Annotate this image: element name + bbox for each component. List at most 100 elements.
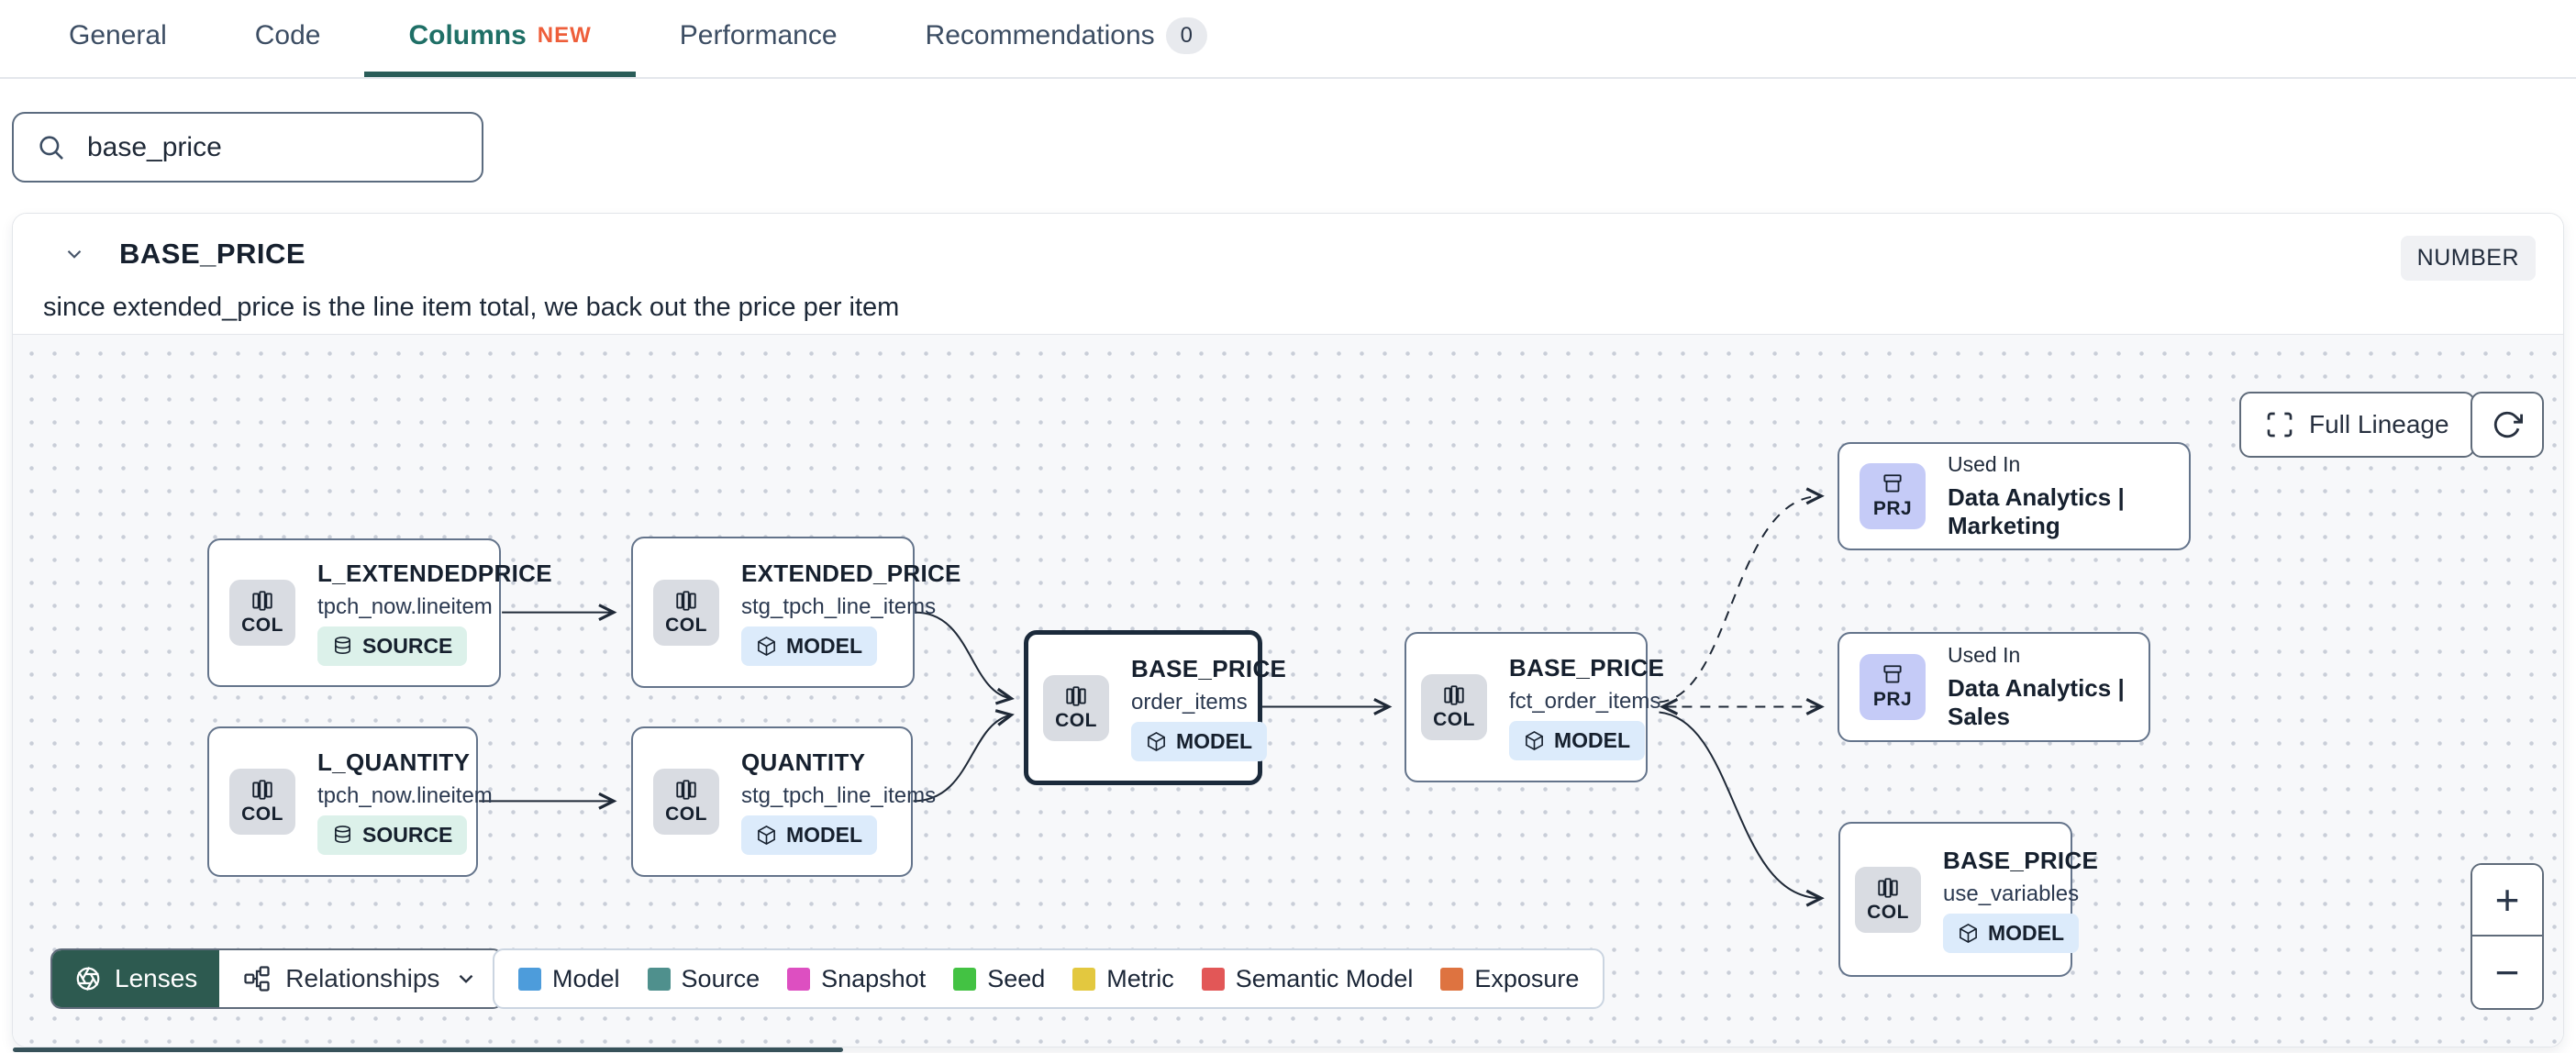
node-title: BASE_PRICE bbox=[1509, 654, 1665, 682]
search-icon bbox=[39, 136, 63, 160]
legend-item-model: Model bbox=[518, 965, 620, 993]
aperture-icon bbox=[76, 967, 100, 991]
archive-icon bbox=[1883, 665, 1902, 683]
project-icon: PRJ bbox=[1860, 463, 1926, 529]
lineage-node-base-price-fct-order-items[interactable]: COL BASE_PRICE fct_order_items MODEL bbox=[1405, 632, 1664, 782]
cube-icon bbox=[1960, 923, 1977, 943]
node-subtitle: use_variables bbox=[1943, 881, 2080, 906]
node-subtitle: Data Analytics | Sales bbox=[1948, 674, 2125, 730]
node-subtitle: fct_order_items bbox=[1509, 689, 1661, 714]
column-icon: COL bbox=[1421, 674, 1487, 740]
chevron-down-icon bbox=[460, 974, 473, 983]
hierarchy-icon bbox=[244, 966, 270, 992]
legend-item-source: Source bbox=[647, 965, 760, 993]
legend-swatch bbox=[647, 967, 671, 991]
lenses-button[interactable]: Lenses bbox=[52, 950, 220, 1007]
lineage-node-exposure-marketing[interactable]: PRJ Used In Data Analytics | Marketing bbox=[1838, 442, 2191, 550]
legend-item-metric: Metric bbox=[1072, 965, 1174, 993]
columns-icon bbox=[252, 591, 272, 611]
column-icon: COL bbox=[229, 580, 295, 646]
model-badge: MODEL bbox=[1943, 913, 2080, 953]
lineage-canvas[interactable]: COL L_EXTENDEDPRICE tpch_now.lineitem SO… bbox=[13, 334, 2563, 1047]
full-lineage-label: Full Lineage bbox=[2309, 410, 2449, 438]
horizontal-scrollbar[interactable] bbox=[13, 1047, 843, 1052]
new-badge: NEW bbox=[537, 23, 592, 48]
tab-bar: General Code Columns NEW Performance Rec… bbox=[0, 0, 2576, 79]
zoom-out-button[interactable]: − bbox=[2472, 937, 2542, 1008]
lineage-node-extended-price[interactable]: COL EXTENDED_PRICE stg_tpch_line_items M… bbox=[631, 537, 960, 688]
columns-icon bbox=[676, 590, 696, 611]
tab-columns[interactable]: Columns NEW bbox=[364, 0, 636, 77]
node-subtitle: stg_tpch_line_items bbox=[741, 783, 937, 808]
column-description: since extended_price is the line item to… bbox=[43, 293, 900, 322]
tab-performance[interactable]: Performance bbox=[636, 0, 882, 77]
node-title: QUANTITY bbox=[741, 748, 866, 776]
legend-swatch bbox=[953, 967, 977, 991]
cube-icon bbox=[1148, 731, 1165, 751]
column-icon: COL bbox=[229, 769, 295, 835]
legend-item-semantic-model: Semantic Model bbox=[1201, 965, 1413, 993]
search-box bbox=[12, 112, 483, 183]
model-badge: MODEL bbox=[1509, 721, 1646, 760]
database-icon bbox=[335, 826, 350, 843]
lineage-node-quantity[interactable]: COL QUANTITY stg_tpch_line_items MODEL bbox=[631, 726, 936, 877]
lineage-node-l-quantity[interactable]: COL L_QUANTITY tpch_now.lineitem SOURCE bbox=[207, 726, 493, 877]
columns-icon bbox=[252, 780, 272, 800]
node-subtitle: tpch_now.lineitem bbox=[317, 594, 493, 619]
node-title: L_QUANTITY bbox=[317, 748, 471, 776]
chevron-down-icon[interactable] bbox=[62, 242, 86, 266]
tab-label: Performance bbox=[679, 20, 838, 50]
tab-code[interactable]: Code bbox=[211, 0, 365, 77]
column-icon: COL bbox=[1855, 866, 1921, 933]
node-title: EXTENDED_PRICE bbox=[741, 559, 961, 587]
legend-swatch bbox=[1201, 967, 1225, 991]
lineage-node-base-price-use-variables[interactable]: COL BASE_PRICE use_variables MODEL bbox=[1838, 822, 2098, 977]
lenses-label: Lenses bbox=[115, 964, 198, 992]
columns-icon bbox=[1444, 685, 1464, 705]
column-icon: COL bbox=[653, 769, 719, 835]
column-name: BASE_PRICE bbox=[119, 238, 306, 270]
relationships-label: Relationships bbox=[285, 964, 440, 992]
database-icon bbox=[335, 637, 350, 654]
model-badge: MODEL bbox=[1131, 721, 1268, 761]
used-in-label: Used In bbox=[1948, 452, 2021, 476]
cube-icon bbox=[1526, 730, 1543, 751]
tab-label: Recommendations bbox=[925, 20, 1155, 50]
node-subtitle: stg_tpch_line_items bbox=[741, 593, 937, 619]
search-input[interactable] bbox=[12, 112, 483, 183]
lineage-node-l-extendedprice[interactable]: COL L_EXTENDEDPRICE tpch_now.lineitem SO… bbox=[207, 538, 552, 687]
refresh-button[interactable] bbox=[2471, 392, 2544, 458]
project-icon: PRJ bbox=[1860, 654, 1926, 720]
full-lineage-button[interactable]: Full Lineage bbox=[2239, 392, 2475, 458]
columns-icon bbox=[676, 780, 696, 800]
tab-general[interactable]: General bbox=[25, 0, 211, 77]
legend-swatch bbox=[1440, 967, 1464, 991]
relationships-dropdown[interactable]: Relationships bbox=[219, 950, 503, 1007]
archive-icon bbox=[1883, 474, 1902, 493]
lineage-node-exposure-sales[interactable]: PRJ Used In Data Analytics | Sales bbox=[1838, 632, 2150, 742]
cube-icon bbox=[758, 825, 775, 846]
legend-swatch bbox=[787, 967, 811, 991]
node-subtitle: order_items bbox=[1131, 689, 1248, 715]
model-badge: MODEL bbox=[741, 626, 878, 666]
node-subtitle: Data Analytics | Marketing bbox=[1948, 483, 2125, 539]
model-badge: MODEL bbox=[741, 815, 878, 855]
column-type-badge: NUMBER bbox=[2400, 236, 2536, 281]
source-badge: SOURCE bbox=[317, 815, 468, 855]
column-detail-card: BASE_PRICE NUMBER since extended_price i… bbox=[12, 213, 2564, 1047]
used-in-label: Used In bbox=[1948, 643, 2021, 667]
columns-icon bbox=[1066, 685, 1086, 706]
column-icon: COL bbox=[1043, 674, 1109, 741]
zoom-in-button[interactable]: + bbox=[2472, 865, 2542, 937]
lineage-node-base-price-order-items[interactable]: COL BASE_PRICE order_items MODEL bbox=[1024, 630, 1286, 785]
tab-recommendations[interactable]: Recommendations 0 bbox=[882, 0, 1251, 77]
zoom-controls: + − bbox=[2471, 863, 2544, 1010]
legend-swatch bbox=[518, 967, 541, 991]
node-subtitle: tpch_now.lineitem bbox=[317, 783, 493, 808]
count-badge: 0 bbox=[1165, 17, 1208, 54]
node-title: L_EXTENDEDPRICE bbox=[317, 560, 552, 587]
node-type-legend: Model Source Snapshot Seed Metric Semant… bbox=[493, 948, 1605, 1009]
source-badge: SOURCE bbox=[317, 626, 468, 666]
lenses-control-group: Lenses Relationships bbox=[50, 948, 505, 1009]
refresh-icon bbox=[2493, 411, 2523, 438]
